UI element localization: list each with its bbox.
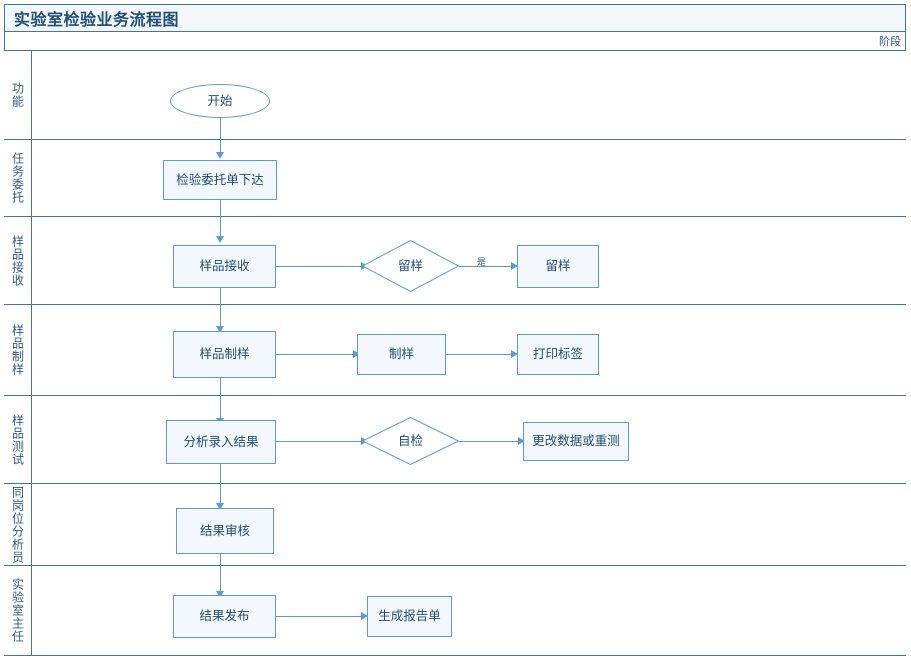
connector-analysis-to-selfcheck [276,441,362,442]
arrowhead-right [361,612,368,620]
connector-receive-to-keep-decision [276,266,362,267]
node-sample-prepare[interactable]: 样品制样 [173,331,276,378]
connector-keep-decision-to-keep [459,266,517,267]
lane-label-tonggangweifenxiyuan: 同岗位分析员 [4,484,32,566]
node-analysis-input-result[interactable]: 分析录入结果 [166,420,276,464]
lane-label-gongneng: 功能 [4,51,32,140]
lane-label-text: 功能 [10,82,25,108]
node-label: 开始 [207,93,233,108]
lane-body-yangpinzhiyang [32,305,906,396]
connector-selfcheck-to-modify [459,441,523,442]
node-make-sample[interactable]: 制样 [357,334,446,375]
lane-label-yangpinceshi: 样品测试 [4,396,32,484]
lane-body-tonggangweifenxiyuan [32,484,906,566]
node-label: 更改数据或重测 [532,434,620,448]
lane-label-shiyanshizhuren: 实验室主任 [4,566,32,655]
lane-label-renwuweituo: 任务委托 [4,140,32,217]
lane-label-text: 实验室主任 [10,578,25,643]
node-label: 结果发布 [199,609,250,623]
node-label: 结果审核 [199,523,250,538]
connector-receive-to-prep [220,288,221,328]
page-title: 实验室检验业务流程图 [14,12,180,29]
node-label: 样品制样 [199,347,250,361]
connector-start-to-entrust [220,118,221,154]
diamond-icon [362,417,459,465]
lane-body-shiyanshizhuren [32,566,906,655]
node-label: 打印标签 [532,347,583,361]
node-print-label[interactable]: 打印标签 [517,334,599,375]
edge-label-yes: 是 [477,257,487,267]
node-modify-data-or-retest[interactable]: 更改数据或重测 [523,422,629,461]
connector-prep-to-make [276,354,356,355]
lane-body-yangpinjieshou [32,217,906,305]
arrowhead-right [518,437,525,445]
node-keep-sample[interactable]: 留样 [517,245,599,288]
lane-label-yangpinzhiyang: 样品制样 [4,305,32,396]
phase-header-label: 阶段 [879,36,901,48]
lane-label-text: 同岗位分析员 [10,485,25,564]
arrowhead-right [353,350,360,358]
node-label: 制样 [388,347,414,361]
lane-label-text: 样品制样 [10,324,25,376]
node-result-review[interactable]: 结果审核 [176,508,274,554]
node-label: 分析录入结果 [183,434,259,449]
arrowhead-down [216,152,224,159]
node-sample-receive[interactable]: 样品接收 [173,245,276,288]
node-entrust-order[interactable]: 检验委托单下达 [163,160,277,200]
arrowhead-down [216,326,224,333]
node-generate-report[interactable]: 生成报告单 [367,596,452,637]
phase-header-row: 阶段 [4,32,906,51]
node-result-publish[interactable]: 结果发布 [173,595,276,638]
node-label: 留样 [397,258,423,273]
connector-make-to-print [446,354,514,355]
lane-label-text: 样品测试 [10,413,25,466]
node-label: 生成报告单 [378,609,441,623]
arrowhead-down [216,236,224,243]
connector-prep-to-analysis [220,378,221,420]
connector-publish-to-report [276,616,362,617]
diamond-icon [362,240,459,292]
node-label: 自检 [397,433,423,448]
lane-label-text: 样品接收 [10,234,25,287]
node-keep-sample-decision[interactable]: 留样 [362,240,459,292]
node-selfcheck-decision[interactable]: 自检 [362,417,459,465]
node-label: 检验委托单下达 [176,172,264,187]
lane-label-yangpinjieshou: 样品接收 [4,217,32,305]
connector-entrust-to-receive [220,200,221,238]
arrowhead-down [216,503,224,510]
connector-review-to-publish [220,554,221,594]
arrowhead-right [511,350,518,358]
lane-body-yangpinceshi [32,396,906,484]
lane-body-gongneng [32,51,906,140]
node-label: 样品接收 [199,259,250,273]
diagram-title-bar: 实验室检验业务流程图 [4,4,906,32]
node-start[interactable]: 开始 [170,84,270,118]
connector-analysis-to-review [220,464,221,506]
node-label: 留样 [545,259,571,273]
arrowhead-down [216,591,224,598]
lane-label-text: 任务委托 [10,152,25,204]
arrowhead-right [511,262,518,270]
